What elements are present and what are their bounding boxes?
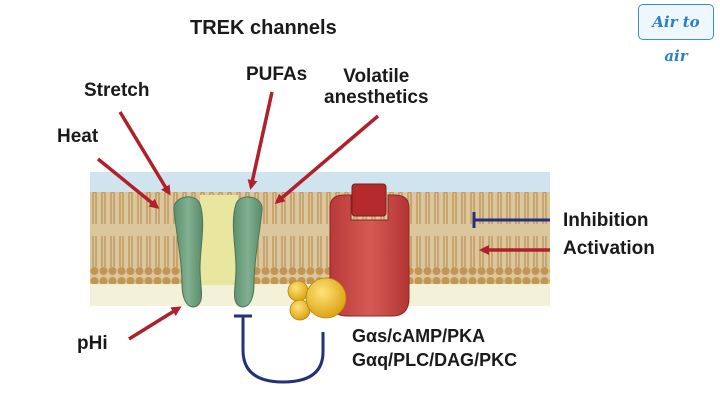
stretch-label: Stretch — [84, 80, 150, 101]
diagram-title: TREK channels — [190, 17, 337, 39]
heat-label: Heat — [57, 126, 99, 147]
trek-channel-left — [173, 196, 204, 308]
volatile-anesthetics-label: Volatile anesthetics — [324, 66, 429, 108]
stretch-arrow — [118, 111, 171, 196]
pufas-label: PUFAs — [246, 64, 308, 85]
volatile-line1: Volatile — [343, 66, 410, 87]
logo-text: Air to air — [652, 13, 700, 65]
g-protein-large — [305, 277, 347, 319]
air-to-air-logo: Air to air — [638, 4, 714, 65]
g-protein-small-top — [287, 280, 309, 302]
channel-pore — [200, 195, 238, 285]
legend-activation-label: Activation — [563, 238, 655, 259]
pathway-gs-label: Gαs/cAMP/PKA — [352, 326, 486, 346]
volatile-line2: anesthetics — [324, 87, 429, 108]
ph-arrow — [128, 306, 182, 341]
volatile-arrow — [274, 114, 380, 204]
lipid-bilayer — [90, 192, 550, 284]
receptor-ligand — [351, 183, 387, 217]
inhibition-connector — [241, 316, 325, 384]
heat-arrow — [96, 157, 160, 209]
extracellular-band — [90, 172, 550, 194]
pathway-gq-label: Gαq/PLC/DAG/PKC — [352, 350, 518, 370]
legend-inhibition-label: Inhibition — [563, 210, 649, 231]
ph-label: pHi — [77, 333, 108, 354]
trek-channel-right — [232, 196, 263, 308]
pufas-arrow — [247, 91, 274, 190]
receptor — [329, 194, 410, 317]
